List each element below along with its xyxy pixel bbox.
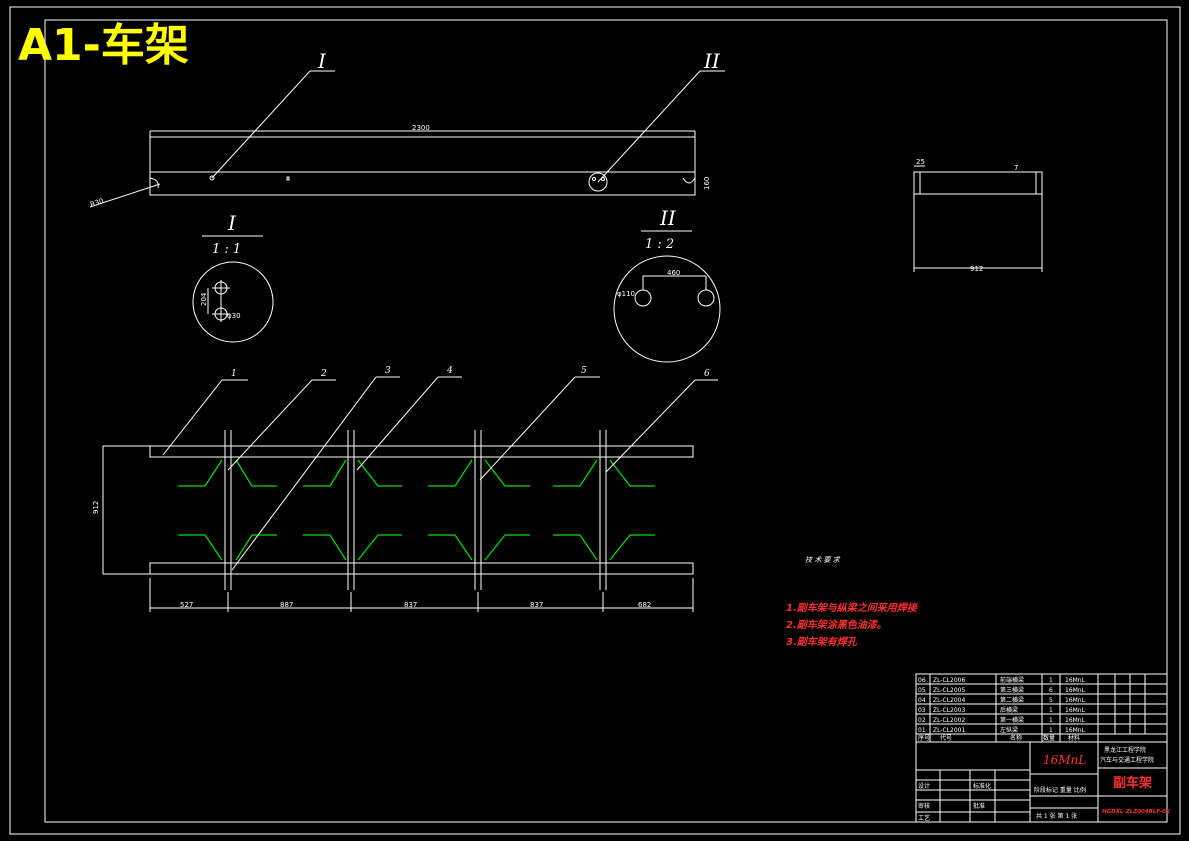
technical-requirements: 技 术 要 求 1.副车架与纵梁之间采用焊接 2.副车架涂黑色油漆。 3.副车架… xyxy=(786,556,919,648)
bom-grid xyxy=(916,674,1167,743)
title-dept: 汽车与交通工程学院 xyxy=(1100,756,1154,764)
tech-req-heading: 技 术 要 求 xyxy=(805,556,841,564)
spacing-dim-5: 682 xyxy=(638,601,651,609)
detail-1-scale: 1 : 1 xyxy=(212,242,241,257)
bom-row-2-no: 05 xyxy=(918,687,926,694)
detail-view-2: II 1 : 2 460 φ110 xyxy=(613,206,721,363)
side-height-dim: 160 xyxy=(703,177,711,190)
spacing-dim-lines xyxy=(149,578,694,612)
title-sheet-info: 共 1 张 第 1 张 xyxy=(1036,812,1077,820)
bom-row-2-mat: 16MnL xyxy=(1065,687,1086,694)
bom-header-mat: 材料 xyxy=(1068,734,1080,742)
bom-row-4-mat: 16MnL xyxy=(1065,707,1086,714)
detail-1-dim-a: 204 xyxy=(200,292,208,306)
title-school: 黑龙江工程学院 xyxy=(1104,746,1146,754)
tech-req-item-2: 2.副车架涂黑色油漆。 xyxy=(786,619,887,631)
gusset-plates xyxy=(178,459,655,561)
slot-label: R30 xyxy=(89,197,105,209)
bom-header-name: 名称 xyxy=(1010,734,1022,742)
spacing-dim-1: 527 xyxy=(180,601,193,609)
bom-row-3-mat: 16MnL xyxy=(1065,697,1086,704)
bom-row-2-qty: 6 xyxy=(1049,687,1053,694)
bom-row-3-no: 04 xyxy=(918,697,926,704)
sheet-inner-border xyxy=(44,19,1168,823)
sheet-title: A1-车架 xyxy=(18,20,189,71)
bom-row-6-no: 01 xyxy=(918,727,926,734)
bom-row-5-no: 02 xyxy=(918,717,926,724)
bom-row-2-code: ZL-CL2005 xyxy=(933,687,965,694)
title-material: 16MnL xyxy=(1043,753,1086,767)
part-callout-2: 2 xyxy=(320,369,327,379)
bom-row-1-mat: 16MnL xyxy=(1065,677,1086,684)
bom-row-4-qty: 1 xyxy=(1049,707,1053,714)
section-small-dim: 25 xyxy=(916,158,925,166)
spacing-dim-4: 837 xyxy=(530,601,543,609)
detail-1-label: I xyxy=(227,211,237,235)
title-block-grid xyxy=(916,742,1167,822)
top-length-dim: 2300 xyxy=(412,124,430,132)
part-callout-5: 5 xyxy=(581,366,587,376)
cross-members xyxy=(224,430,607,590)
bom-row-4-code: ZL-CL2003 xyxy=(933,707,965,714)
hole-diameter-dim: φ110 xyxy=(617,290,635,298)
title-label-approve: 批准 xyxy=(973,802,985,810)
bom-row-1-name: 前端横梁 xyxy=(1000,676,1024,684)
title-block: 06 ZL-CL2006 前端横梁 1 16MnL 05 ZL-CL2005 第… xyxy=(915,673,1170,823)
part-callout-6: 6 xyxy=(704,369,710,379)
section-width-dim: 912 xyxy=(970,265,983,273)
tech-req-item-1: 1.副车架与纵梁之间采用焊接 xyxy=(786,602,919,614)
tech-req-item-3: 3.副车架有焊孔 xyxy=(786,636,858,648)
part-callout-1: 1 xyxy=(231,369,237,379)
spacing-dim-3: 837 xyxy=(404,601,417,609)
bom-row-5-code: ZL-CL2002 xyxy=(933,717,965,724)
detail-mark-2: II xyxy=(703,49,721,73)
bom-row-2-name: 第三横梁 xyxy=(1000,686,1024,694)
plan-view: 912 xyxy=(92,366,718,612)
bom-header-qty: 数量 xyxy=(1043,734,1055,742)
bom-row-5-qty: 1 xyxy=(1049,717,1053,724)
title-label-standard: 标准化 xyxy=(973,782,991,790)
bom-row-1-no: 06 xyxy=(918,677,926,684)
bom-row-3-code: ZL-CL2004 xyxy=(933,697,965,704)
part-callout-3: 3 xyxy=(385,366,391,376)
part-callout-4: 4 xyxy=(446,366,453,376)
bom-row-3-qty: 5 xyxy=(1049,697,1053,704)
detail-2-label: II xyxy=(659,206,677,230)
bom-row-6-code: ZL-CL2001 xyxy=(933,727,965,734)
side-elevation-view: 2300 R30 160 I II xyxy=(89,49,725,209)
bom-row-6-name: 左纵梁 xyxy=(1000,726,1018,734)
title-label-design: 设计 xyxy=(918,782,930,790)
sheet-outer-border xyxy=(9,6,1181,835)
bom-header-code: 代号 xyxy=(940,734,952,742)
frame-width-dim: 912 xyxy=(92,501,100,514)
title-label-review: 审核 xyxy=(918,802,930,810)
hole-distance-dim: 460 xyxy=(667,269,680,277)
bom-header-no: 序号 xyxy=(918,734,930,742)
bom-row-6-qty: 1 xyxy=(1049,727,1053,734)
spacing-dim-2: 887 xyxy=(280,601,293,609)
bom-row-1-code: ZL-CL2006 xyxy=(933,677,965,684)
bom-row-3-name: 第二横梁 xyxy=(1000,696,1024,704)
title-scale-labels: 阶段标记 重量 比例 xyxy=(1034,786,1086,794)
section-view: 912 25 7 xyxy=(913,158,1043,273)
section-small-dim-2: 7 xyxy=(1014,164,1018,172)
bom-row-4-no: 03 xyxy=(918,707,926,714)
bom-row-6-mat: 16MnL xyxy=(1065,727,1086,734)
bom-row-1-qty: 1 xyxy=(1049,677,1053,684)
detail-1-dim-b: φ30 xyxy=(227,312,241,320)
title-part-name: 副车架 xyxy=(1113,775,1152,791)
detail-view-1: I 1 : 1 204 φ30 xyxy=(192,211,274,343)
detail-2-scale: 1 : 2 xyxy=(645,237,674,252)
bom-row-5-name: 第一横梁 xyxy=(1000,716,1024,724)
part-callout-leaders xyxy=(162,376,718,571)
bom-row-5-mat: 16MnL xyxy=(1065,717,1086,724)
bom-row-4-name: 后横梁 xyxy=(1000,706,1018,714)
title-drawing-no: HGDXL-ZLZ004BLF-05 xyxy=(1102,809,1170,815)
detail-mark-1: I xyxy=(317,49,327,73)
title-label-process: 工艺 xyxy=(918,814,930,822)
